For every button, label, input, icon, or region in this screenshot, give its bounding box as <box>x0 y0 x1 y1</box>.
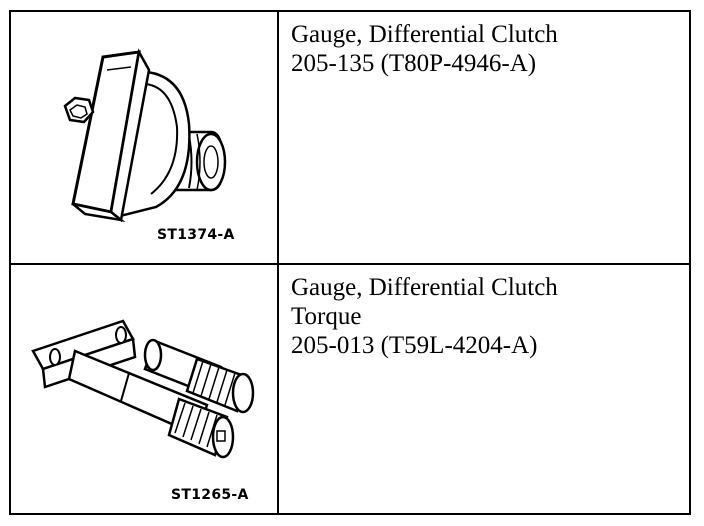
tool-description-cell: Gauge, Differential Clutch Torque 205-01… <box>279 265 689 513</box>
tool-image-cell: ST1374-A <box>11 12 279 263</box>
image-code: ST1374-A <box>157 227 235 243</box>
tool-name-line: Torque <box>291 303 362 330</box>
torque-gauge-illustration <box>31 319 255 459</box>
tool-row: ST1265-A Gauge, Differential Clutch Torq… <box>11 265 689 513</box>
tool-description: Gauge, Differential Clutch Torque 205-01… <box>291 273 558 360</box>
tool-number-line: 205-135 (T80P-4946-A) <box>291 50 537 77</box>
tool-row: ST1374-A Gauge, Differential Clutch 205-… <box>11 12 689 265</box>
tool-image-cell: ST1265-A <box>11 265 279 513</box>
tool-description-cell: Gauge, Differential Clutch 205-135 (T80P… <box>279 12 689 263</box>
tool-number-line: 205-013 (T59L-4204-A) <box>291 332 538 359</box>
tool-description: Gauge, Differential Clutch 205-135 (T80P… <box>291 20 558 78</box>
tool-name-line: Gauge, Differential Clutch <box>291 21 558 48</box>
tool-name-line: Gauge, Differential Clutch <box>291 274 558 301</box>
image-code: ST1265-A <box>171 487 249 503</box>
clutch-gauge-illustration <box>63 48 227 223</box>
tool-table: ST1374-A Gauge, Differential Clutch 205-… <box>9 10 691 515</box>
